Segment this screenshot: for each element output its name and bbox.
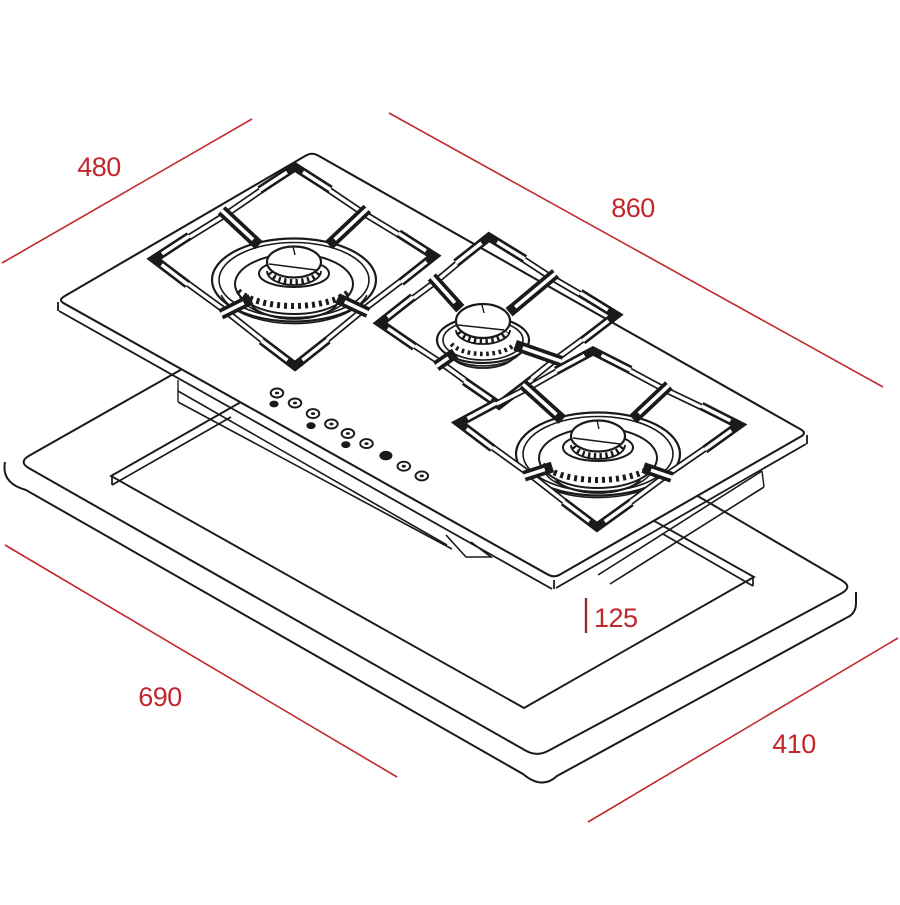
svg-text:480: 480 bbox=[77, 152, 121, 182]
svg-text:125: 125 bbox=[594, 603, 638, 633]
svg-text:410: 410 bbox=[772, 729, 816, 759]
svg-text:860: 860 bbox=[611, 193, 655, 223]
svg-text:690: 690 bbox=[138, 682, 182, 712]
